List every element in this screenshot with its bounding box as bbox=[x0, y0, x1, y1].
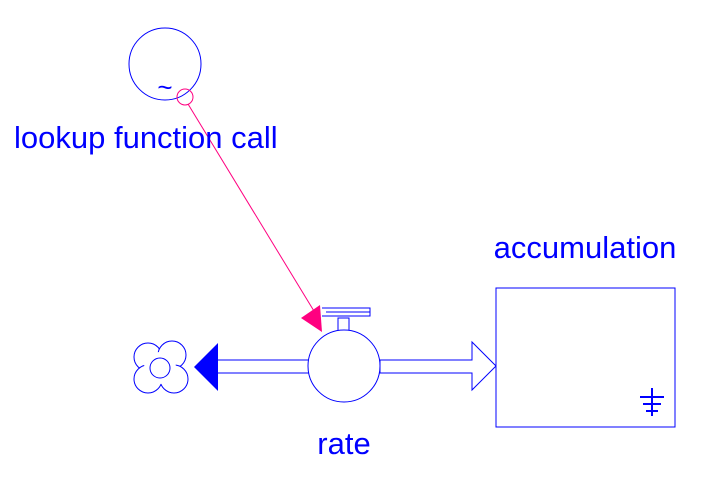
stock-accumulation[interactable] bbox=[495, 287, 676, 428]
flow-pipe-right bbox=[379, 340, 497, 392]
flow-pipe-left bbox=[194, 343, 311, 391]
cloud-icon[interactable] bbox=[133, 340, 189, 394]
lookup-symbol: ~ bbox=[157, 72, 172, 102]
stock-marker-icon bbox=[640, 388, 664, 416]
lookup-variable-circle bbox=[128, 27, 202, 101]
lookup-variable-label: lookup function call bbox=[14, 120, 278, 155]
causal-link[interactable] bbox=[176, 88, 322, 332]
flow-valve[interactable] bbox=[307, 307, 381, 403]
link-origin-handle[interactable] bbox=[176, 88, 194, 106]
link-line bbox=[187, 103, 318, 317]
flow-arrowhead-left bbox=[194, 343, 218, 391]
flow-label: rate bbox=[317, 426, 370, 461]
lookup-variable[interactable]: ~ bbox=[128, 27, 202, 102]
flow-arrow-right bbox=[379, 340, 497, 392]
valve-circle bbox=[307, 329, 381, 403]
stock-box bbox=[495, 287, 676, 428]
stock-label: accumulation bbox=[494, 230, 677, 265]
link-arrowhead bbox=[301, 305, 322, 332]
